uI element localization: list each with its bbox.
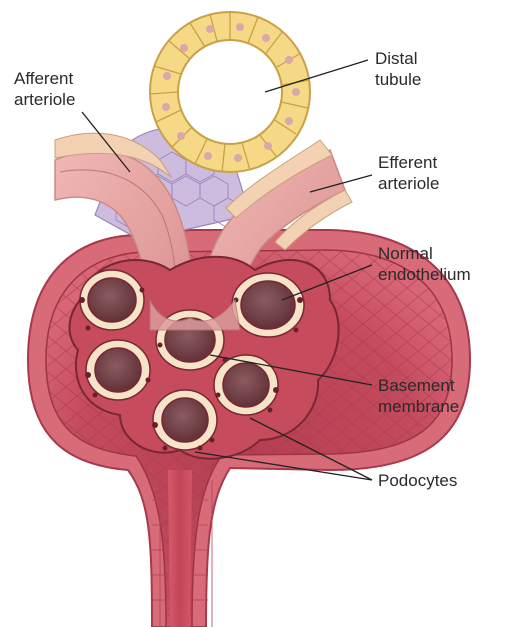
label-basement-membrane: Basement membrane — [378, 375, 459, 417]
label-basement-line1: Basement — [378, 375, 459, 396]
label-afferent-line1: Afferent — [14, 68, 75, 89]
label-distal-line1: Distal — [375, 48, 421, 69]
distal-tubule — [150, 12, 310, 172]
label-endothelium-line1: Normal — [378, 243, 471, 264]
label-basement-line2: membrane — [378, 396, 459, 417]
label-afferent-line2: arteriole — [14, 89, 75, 110]
label-distal-line2: tubule — [375, 69, 421, 90]
label-endothelium-line2: endothelium — [378, 264, 471, 285]
label-podocytes: Podocytes — [378, 470, 457, 491]
label-efferent-line1: Efferent — [378, 152, 439, 173]
label-podocytes-line1: Podocytes — [378, 470, 457, 491]
label-normal-endothelium: Normal endothelium — [378, 243, 471, 285]
label-distal-tubule: Distal tubule — [375, 48, 421, 90]
label-efferent-line2: arteriole — [378, 173, 439, 194]
label-afferent-arteriole: Afferent arteriole — [14, 68, 75, 110]
label-efferent-arteriole: Efferent arteriole — [378, 152, 439, 194]
